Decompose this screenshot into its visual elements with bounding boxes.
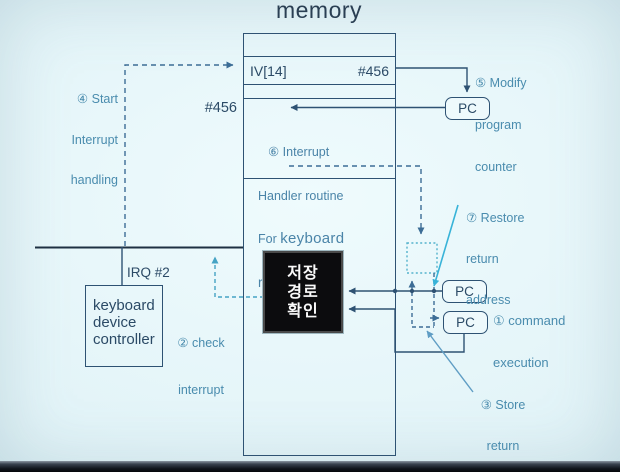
check-line-2: interrupt [178,382,224,397]
junction-dot [392,288,398,294]
keyboard-line-3: controller [93,331,155,348]
command-execution-label: ① command execution [493,286,565,398]
interrupt-vector-row: IV[14] #456 [244,58,395,84]
store-line-1: ③ Store [480,398,526,412]
memory-box: IV[14] #456 ⑥ Interrupt Handler routine … [243,33,396,456]
command-line-2: execution [493,355,549,370]
iv-to-pc-arrow [396,67,471,93]
junction-dot [431,288,437,294]
pc-register-low: PC [443,311,488,334]
keyboard-line-1: keyboard [93,297,155,314]
command-line-1: ① command [493,313,566,328]
pc-register-mid: PC [442,280,487,303]
store-return-label: ③ Store return address [474,372,532,472]
iv-address-value: #456 [357,63,389,79]
restore-line-2: return [466,251,499,266]
check-interrupt-dashed-arrow [211,256,264,298]
modify-line-1: ⑤ Modify [475,76,527,90]
check-line-1: ② check [177,336,225,350]
memory-row-divider [244,98,395,99]
restore-pointer-arrow [432,204,459,287]
keyboard-line-2: device [93,314,137,331]
handler-line-1: ⑥ Interrupt [268,145,330,159]
handler-keyboard-text: keyboard [280,230,345,247]
memory-title: memory [275,0,363,23]
handler-address-label: #456 [204,100,237,116]
store-line-2: return [486,438,520,453]
korean-overlay-stamp: 저장 경로 확인 [263,251,343,333]
pc-register-top: PC [445,97,490,120]
modify-pc-label: ⑤ Modify program counter [475,48,527,202]
handler-line-3: For keyboard [258,230,345,247]
stamp-line-1: 저장 [287,264,319,282]
restore-return-label: ⑦ Restore return address [466,184,524,336]
start-interrupt-dashed-arrow [124,61,234,246]
saved-pc-stack-cell [406,242,438,274]
photo-bottom-band [0,461,620,472]
restore-line-3: address [466,293,511,308]
iv-label: IV[14] [250,63,287,79]
modify-line-3: counter [475,160,517,174]
restore-line-1: ⑦ Restore [466,210,525,225]
keyboard-controller-box: keyboard device controller [85,285,163,367]
start-interrupt-label: ④ Start Interrupt handling [55,66,118,215]
check-interrupt-label: ② check interrupt [167,305,235,429]
junction-dot [409,288,415,294]
modify-line-2: program [475,118,522,132]
stamp-line-3: 확인 [287,302,319,320]
start-line-2: Interrupt [71,132,118,147]
store-pointer-arrow [426,330,474,393]
memory-row-divider [244,178,395,179]
handler-for-text: For [258,232,277,246]
memory-row-divider [244,84,395,85]
memory-row-divider [244,56,395,57]
stamp-line-2: 경로 [287,283,319,301]
handler-line-2: Handler routine [258,188,344,203]
start-line-3: handling [70,173,118,187]
start-line-1: ④ Start [76,92,118,106]
irq-label: IRQ #2 [127,265,170,280]
interrupt-handler-text: ⑥ Interrupt Handler routine For keyboard… [258,116,344,319]
